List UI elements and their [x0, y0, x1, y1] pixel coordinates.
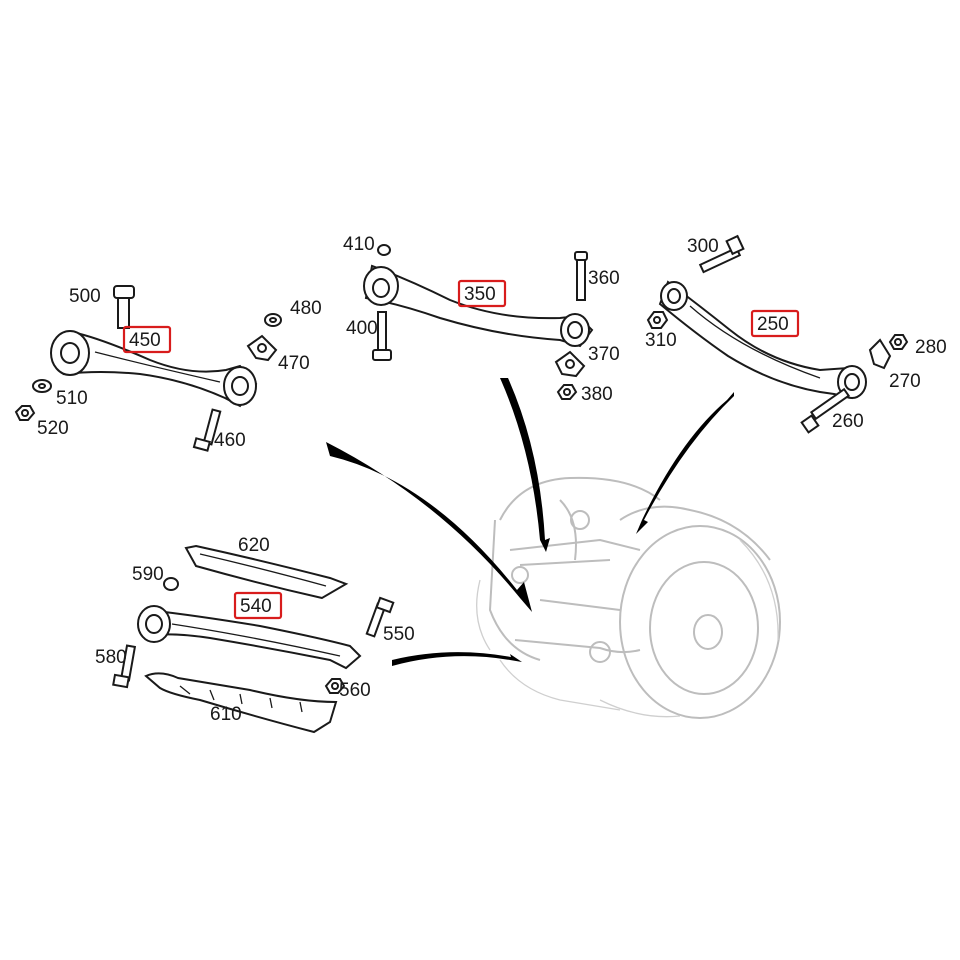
label-300: 300 — [687, 236, 719, 257]
highlight-box-250 — [750, 309, 800, 338]
callout-labels: 250 260 270 280 300 310 350 360 370 380 … — [37, 234, 947, 725]
highlight-box-540 — [233, 591, 283, 620]
label-350: 350 — [464, 284, 496, 305]
bolt-580 — [112, 644, 137, 689]
label-460: 460 — [214, 430, 246, 451]
wheel-hub-assembly — [476, 476, 781, 719]
nut-310 — [646, 311, 669, 329]
pointer-arrows — [326, 378, 734, 666]
arrow-to-540 — [392, 652, 522, 666]
label-280: 280 — [915, 337, 947, 358]
nut-380 — [556, 384, 578, 400]
highlight-box-350 — [457, 279, 507, 308]
control-arm-350 — [363, 264, 594, 348]
bolt-500 — [113, 285, 135, 329]
label-550: 550 — [383, 624, 415, 645]
control-arm-540 — [137, 605, 362, 670]
bolt-460 — [192, 408, 222, 452]
washer-510 — [32, 379, 52, 393]
arrow-to-350 — [500, 378, 550, 552]
label-520: 520 — [37, 418, 69, 439]
label-450: 450 — [129, 330, 161, 351]
nut-520 — [14, 405, 36, 421]
label-360: 360 — [588, 268, 620, 289]
washer-410 — [377, 244, 391, 256]
label-380: 380 — [581, 384, 613, 405]
label-260: 260 — [832, 411, 864, 432]
cover-610 — [144, 672, 338, 734]
label-560: 560 — [339, 680, 371, 701]
highlight-box-450 — [122, 325, 172, 354]
label-610: 610 — [210, 704, 242, 725]
bolt-360 — [574, 251, 588, 301]
arrow-to-450 — [326, 442, 532, 612]
bolt-260 — [800, 387, 851, 434]
label-470: 470 — [278, 353, 310, 374]
highlight-boxes — [122, 279, 800, 620]
washer-590 — [163, 577, 179, 591]
control-arm-450 — [50, 330, 258, 408]
control-arm-250 — [658, 280, 867, 400]
eccentric-washer-470 — [246, 334, 278, 362]
label-310: 310 — [645, 330, 677, 351]
label-480: 480 — [290, 298, 322, 319]
label-250: 250 — [757, 314, 789, 335]
cover-620 — [184, 544, 349, 600]
label-500: 500 — [69, 286, 101, 307]
label-410: 410 — [343, 234, 375, 255]
bolt-400 — [372, 311, 392, 361]
bolt-550 — [365, 596, 395, 638]
label-590: 590 — [132, 564, 164, 585]
label-400: 400 — [346, 318, 378, 339]
arrow-to-250 — [636, 392, 734, 534]
nut-560 — [324, 678, 346, 694]
nut-280 — [888, 334, 909, 350]
bolt-300 — [698, 234, 745, 274]
eccentric-washer-270 — [868, 338, 892, 370]
label-510: 510 — [56, 388, 88, 409]
label-540: 540 — [240, 596, 272, 617]
label-370: 370 — [588, 344, 620, 365]
label-270: 270 — [889, 371, 921, 392]
label-620: 620 — [238, 535, 270, 556]
label-580: 580 — [95, 647, 127, 668]
washer-480 — [264, 313, 282, 327]
eccentric-washer-370 — [554, 350, 586, 378]
